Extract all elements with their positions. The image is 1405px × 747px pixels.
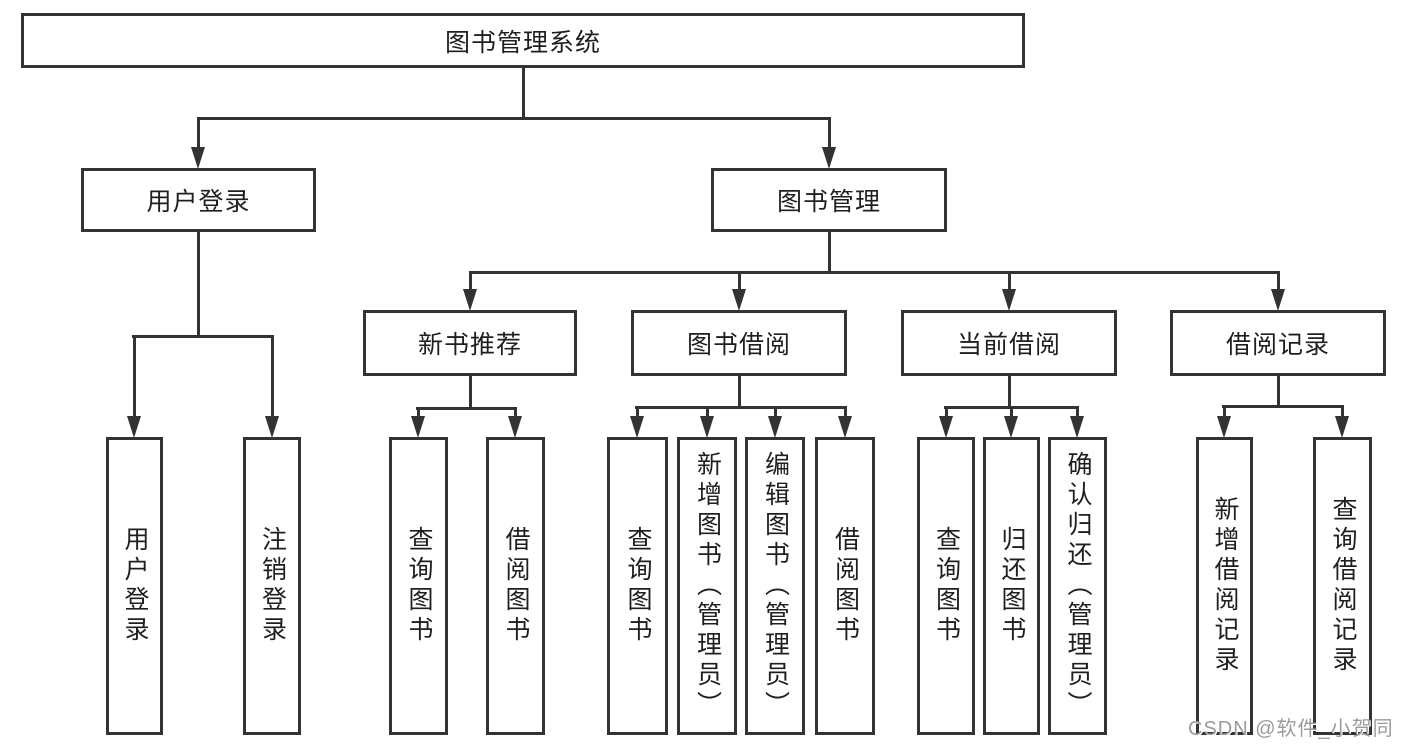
connector-level2-rail xyxy=(197,117,831,120)
connector-drop-book-borrow xyxy=(738,271,741,291)
arrow-current-borrow xyxy=(1002,289,1016,311)
connector-drop-borrow-book xyxy=(844,406,847,418)
arrow-borrow-record xyxy=(1271,289,1285,311)
connector-drop-book-management xyxy=(828,117,831,149)
leaf-query-book-borrow: 查询图书 xyxy=(607,437,668,735)
connector-root-stub xyxy=(522,68,525,118)
connector-drop-leaf-user-login xyxy=(133,335,136,418)
connector-user-login-stub xyxy=(197,232,200,336)
leaf-return-book: 归还图书 xyxy=(983,437,1040,735)
connector-user-login-rail xyxy=(132,335,274,338)
arrow-borrow-recommend xyxy=(508,416,522,438)
connector-book-borrow-stub xyxy=(738,376,741,407)
connector-drop-borrow-recommend xyxy=(514,407,517,418)
connector-book-borrow-rail xyxy=(635,406,847,409)
leaf-query-borrow-record: 查询借阅记录 xyxy=(1313,437,1372,735)
arrow-query-book xyxy=(630,416,644,438)
arrow-edit-book xyxy=(768,416,782,438)
connector-drop-current-borrow xyxy=(1008,271,1011,291)
connector-drop-add-book xyxy=(706,406,709,418)
connector-level3-rail xyxy=(469,271,1280,274)
arrow-add-record xyxy=(1217,416,1231,438)
connector-drop-return-book xyxy=(1010,406,1013,418)
connector-new-book-stub xyxy=(469,376,472,408)
connector-drop-query-current xyxy=(945,406,948,418)
leaf-user-login: 用户登录 xyxy=(106,437,163,735)
leaf-confirm-return-admin: 确认归还（管理员） xyxy=(1048,437,1107,735)
connector-drop-edit-book xyxy=(774,406,777,418)
arrow-add-book xyxy=(700,416,714,438)
node-new-book-recommend: 新书推荐 xyxy=(363,310,577,376)
leaf-query-book-recommend: 查询图书 xyxy=(389,437,448,735)
connector-drop-query-recommend xyxy=(417,407,420,418)
leaf-add-book-admin: 新增图书（管理员） xyxy=(677,437,737,735)
connector-drop-query-book xyxy=(636,406,639,418)
arrow-leaf-user-login xyxy=(127,416,141,438)
leaf-query-book-current: 查询图书 xyxy=(917,437,975,735)
connector-drop-confirm-return xyxy=(1076,406,1079,418)
arrow-return-book xyxy=(1004,416,1018,438)
csdn-watermark: CSDN @软件_小贺同学 xyxy=(1188,718,1394,740)
root-node: 图书管理系统 xyxy=(21,13,1025,68)
connector-book-management-stub xyxy=(828,232,831,272)
connector-borrow-record-stub xyxy=(1277,376,1280,406)
leaf-edit-book-admin: 编辑图书（管理员） xyxy=(745,437,805,735)
connector-drop-leaf-logout xyxy=(271,335,274,418)
arrow-new-book xyxy=(463,289,477,311)
leaf-borrow-book-recommend: 借阅图书 xyxy=(486,437,545,735)
node-user-login: 用户登录 xyxy=(81,168,316,232)
leaf-borrow-book: 借阅图书 xyxy=(815,437,875,735)
connector-new-book-rail xyxy=(416,407,517,410)
arrow-query-recommend xyxy=(411,416,425,438)
arrow-borrow-book xyxy=(838,416,852,438)
connector-drop-borrow-record xyxy=(1277,271,1280,291)
connector-drop-add-record xyxy=(1223,405,1226,418)
leaf-logout: 注销登录 xyxy=(243,437,301,735)
node-book-management: 图书管理 xyxy=(711,168,947,232)
node-current-borrow: 当前借阅 xyxy=(901,310,1117,376)
node-book-borrow: 图书借阅 xyxy=(631,310,847,376)
connector-drop-user-login xyxy=(197,117,200,149)
arrow-query-record xyxy=(1335,416,1349,438)
connector-drop-new-book xyxy=(469,271,472,291)
arrow-query-current xyxy=(939,416,953,438)
arrow-user-login xyxy=(191,147,205,169)
arrow-confirm-return xyxy=(1070,416,1084,438)
leaf-add-borrow-record: 新增借阅记录 xyxy=(1196,437,1253,735)
connector-current-borrow-stub xyxy=(1008,376,1011,407)
arrow-leaf-logout xyxy=(265,416,279,438)
connector-drop-query-record xyxy=(1341,405,1344,418)
node-borrow-record: 借阅记录 xyxy=(1170,310,1386,376)
arrow-book-borrow xyxy=(732,289,746,311)
arrow-book-management xyxy=(822,147,836,169)
connector-borrow-record-rail xyxy=(1222,405,1344,408)
